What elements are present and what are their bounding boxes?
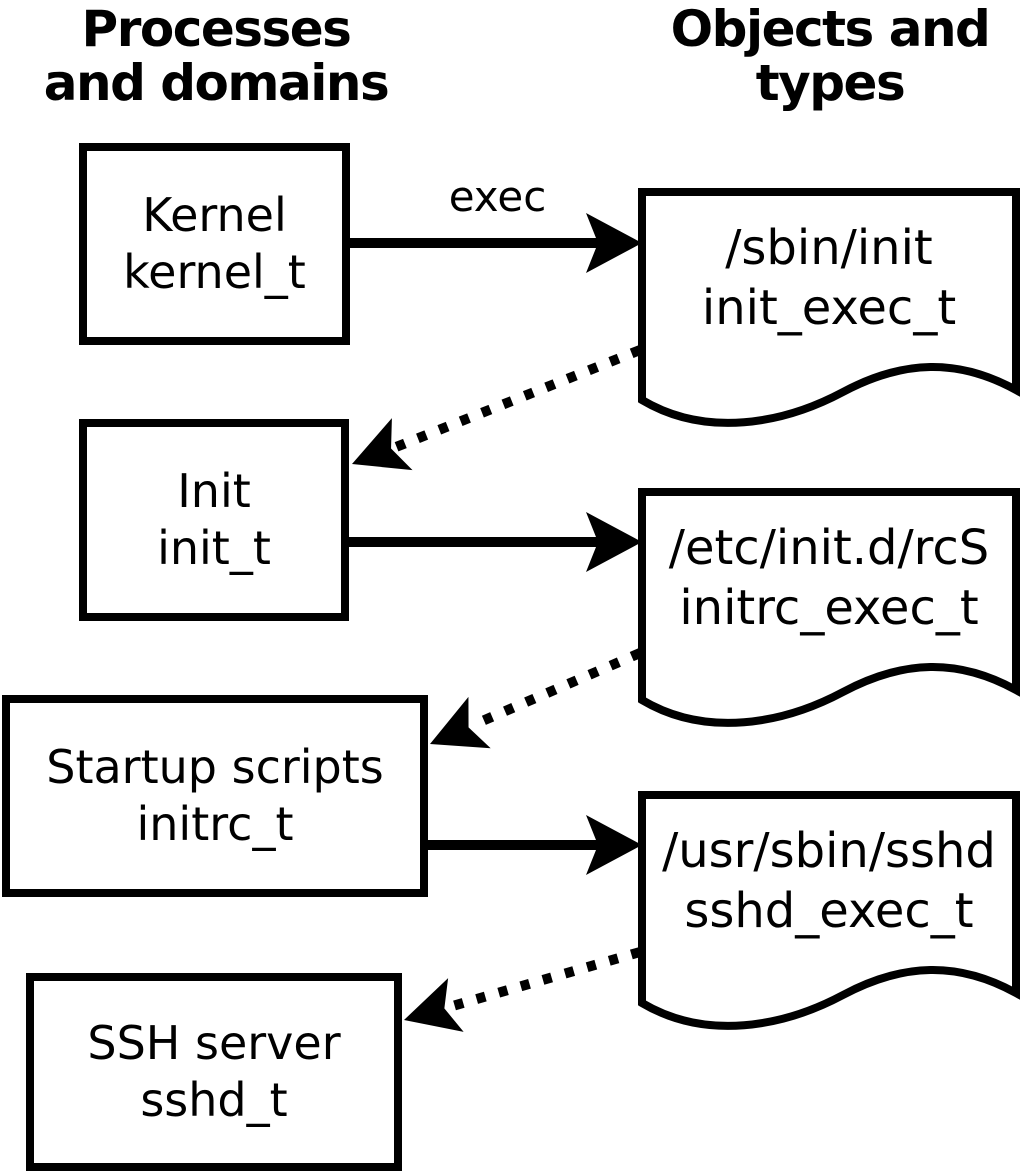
right-column-header: Objects and types: [670, 0, 991, 112]
object-type: init_exec_t: [701, 280, 957, 336]
object-label-usr-sbin-sshd: /usr/sbin/sshd sshd_exec_t: [642, 821, 1016, 941]
process-domain: initrc_t: [136, 797, 294, 851]
transition-arrow-to-sshd-t: [404, 947, 642, 1032]
left-column-header: Processes and domains: [43, 0, 390, 112]
exec-arrow-initrc-to-sshd: [428, 815, 642, 875]
object-label-etc-initd-rcs: /etc/init.d/rcS initrc_exec_t: [642, 518, 1016, 638]
exec-arrow-label: exec: [448, 172, 547, 221]
object-type: sshd_exec_t: [684, 883, 974, 939]
process-name: Startup scripts: [46, 740, 384, 794]
document-shape-sbin-init: [638, 188, 1020, 427]
object-path: /sbin/init: [725, 220, 933, 276]
process-box-init: Init init_t: [79, 419, 349, 621]
object-path: /etc/init.d/rcS: [668, 520, 990, 576]
process-box-ssh-server: SSH server sshd_t: [26, 973, 402, 1171]
object-path: /usr/sbin/sshd: [662, 823, 996, 879]
process-name: Init: [177, 464, 251, 518]
exec-arrow-kernel-to-init: [350, 213, 642, 273]
transition-arrow-to-initrc-t: [430, 648, 642, 749]
object-label-sbin-init: /sbin/init init_exec_t: [642, 218, 1016, 338]
process-name: SSH server: [87, 1016, 341, 1070]
object-type: initrc_exec_t: [679, 580, 979, 636]
process-box-startup-scripts: Startup scripts initrc_t: [2, 695, 428, 897]
process-box-kernel: Kernel kernel_t: [79, 143, 350, 345]
document-shape-etc-initd-rcs: [638, 488, 1020, 727]
process-domain: init_t: [157, 521, 271, 575]
process-domain: kernel_t: [123, 245, 306, 299]
transition-arrow-to-init-t: [352, 345, 642, 471]
process-domain: sshd_t: [140, 1073, 288, 1127]
exec-arrow-init-to-rcs: [349, 512, 642, 572]
process-name: Kernel: [142, 188, 287, 242]
document-shape-usr-sbin-sshd: [638, 791, 1020, 1030]
